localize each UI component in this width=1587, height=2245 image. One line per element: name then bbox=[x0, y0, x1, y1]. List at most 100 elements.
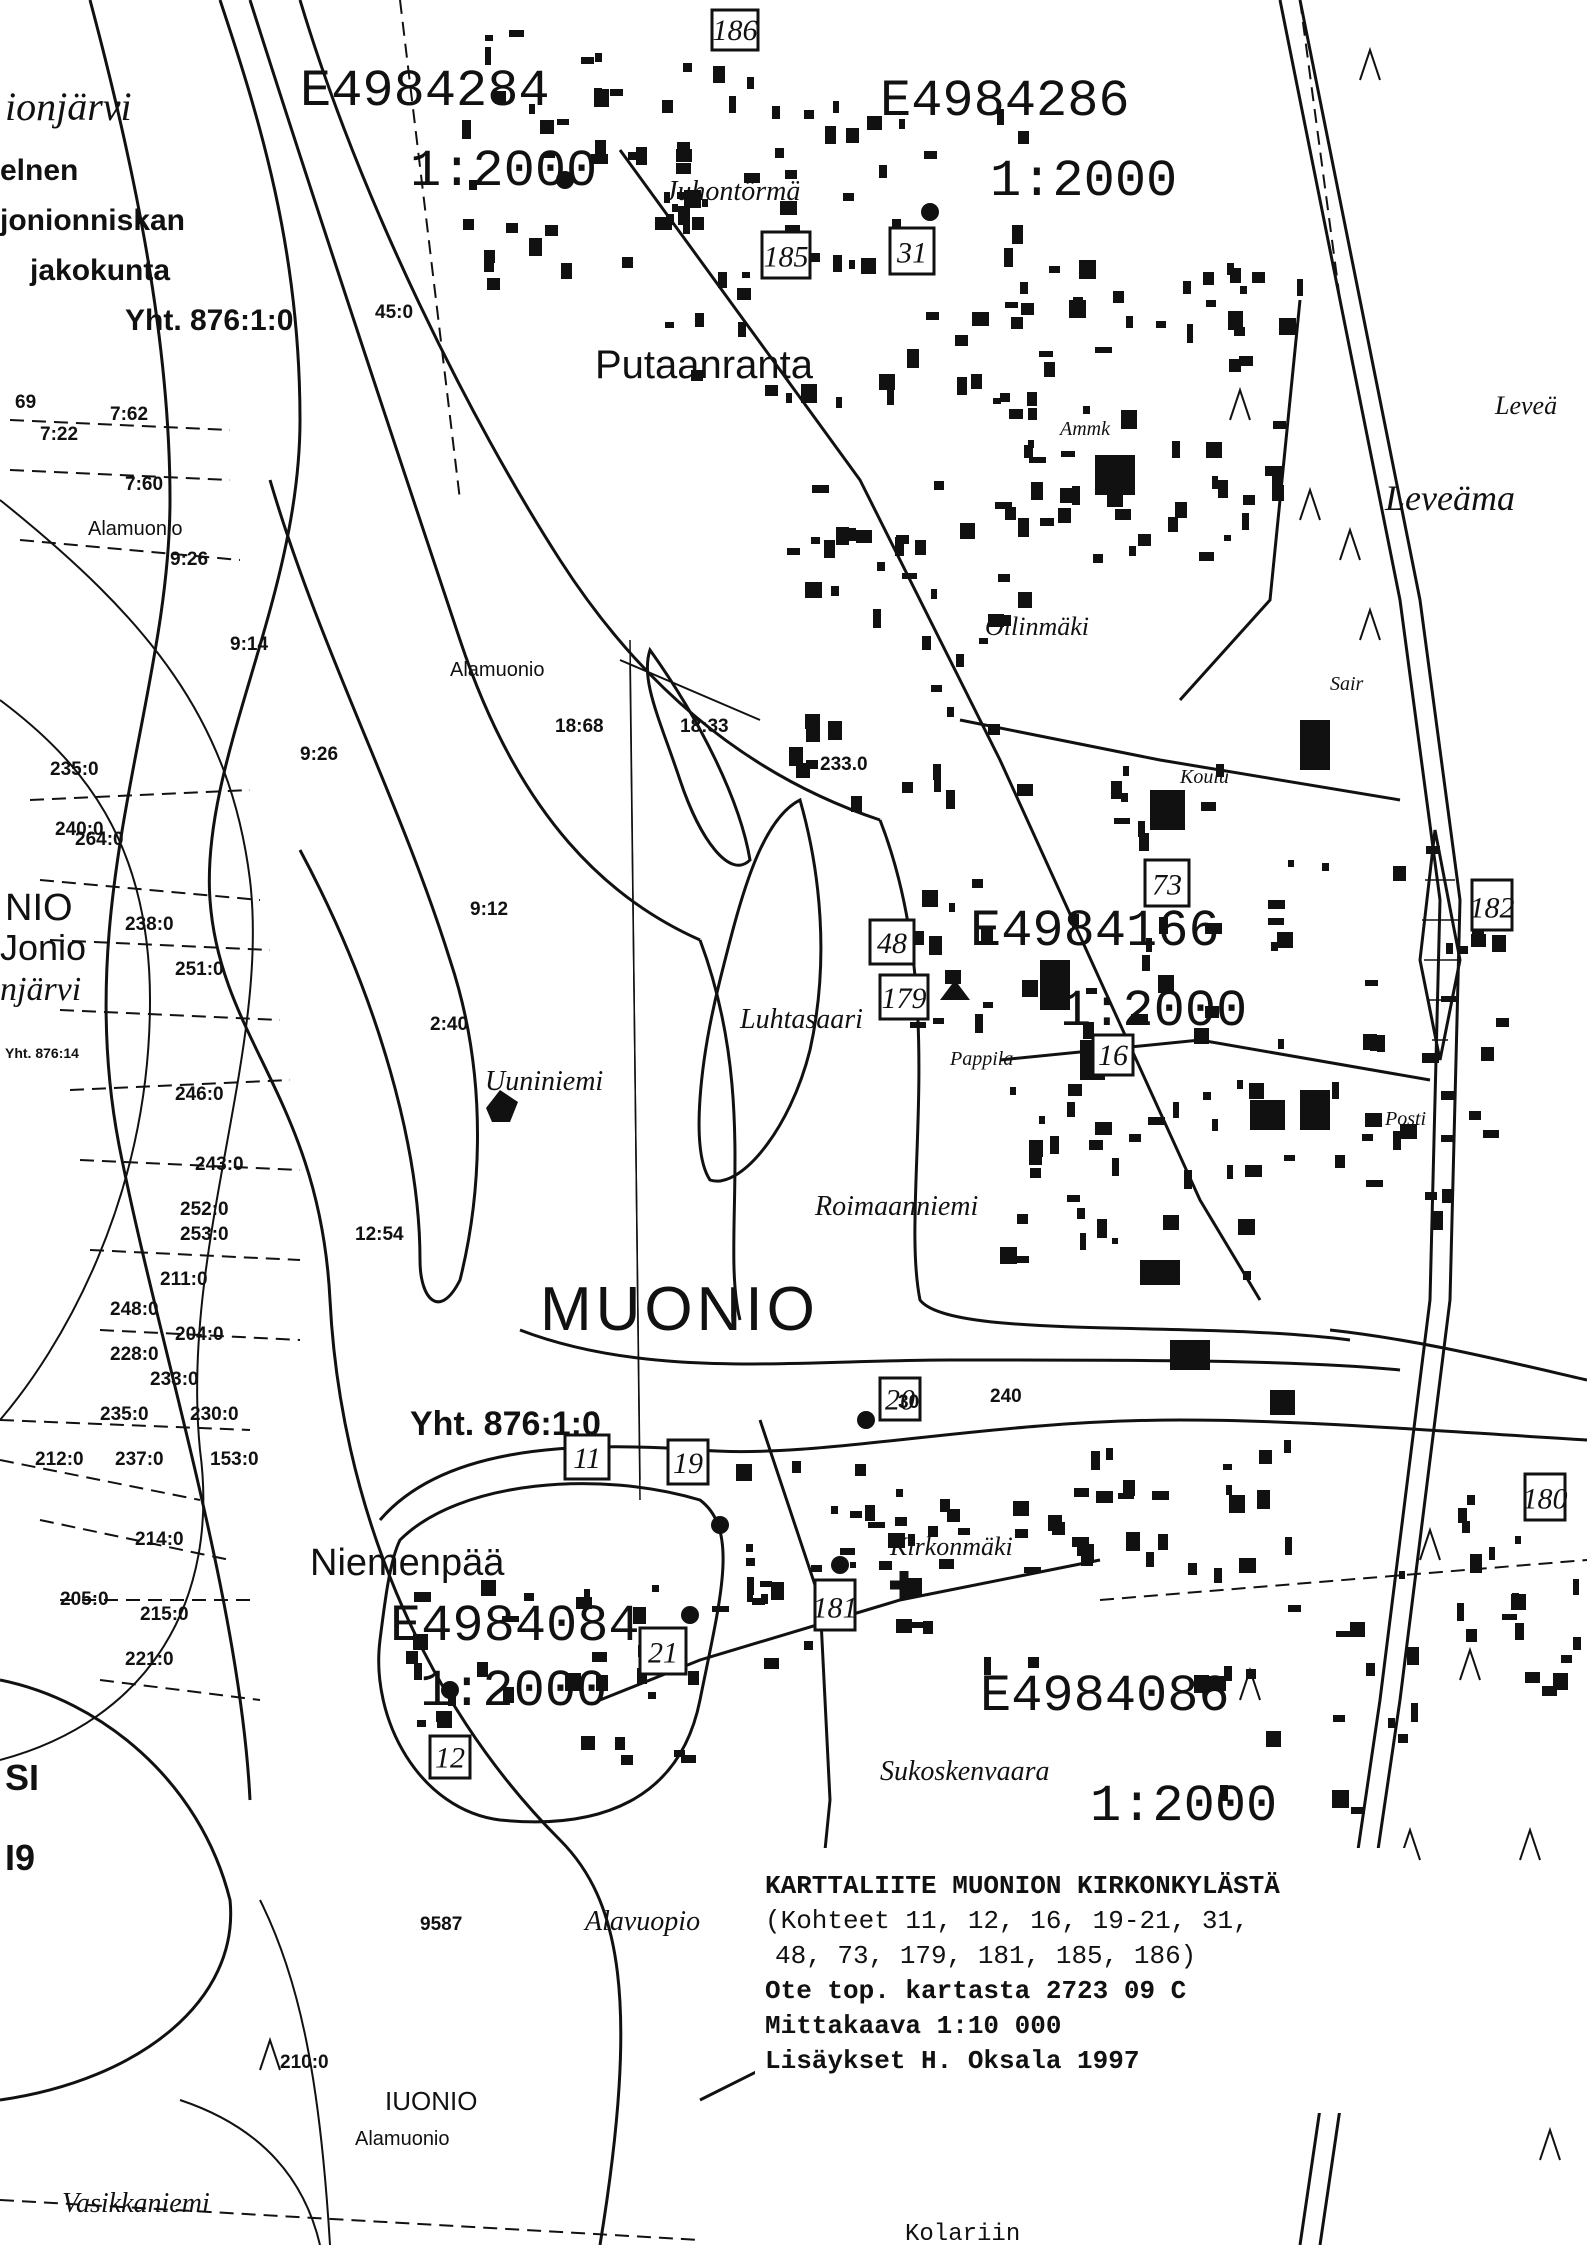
label-putaanranta: Putaanranta bbox=[595, 343, 814, 387]
building-block bbox=[1272, 485, 1284, 501]
building-block bbox=[417, 1720, 426, 1727]
building-block bbox=[1068, 1084, 1082, 1096]
building-block bbox=[695, 313, 704, 327]
parcel-number: 204:0 bbox=[175, 1324, 224, 1345]
building-block bbox=[1067, 1195, 1080, 1202]
building-block bbox=[910, 1622, 923, 1628]
building-block bbox=[787, 548, 800, 555]
building-block bbox=[933, 764, 941, 780]
object-box-frame bbox=[1091, 1033, 1135, 1077]
building-block bbox=[1573, 1579, 1579, 1595]
building-block bbox=[1156, 321, 1166, 328]
object-box-frame bbox=[1143, 858, 1191, 908]
building-block bbox=[1288, 860, 1294, 867]
building-block bbox=[1481, 1047, 1494, 1061]
building-block bbox=[1203, 1092, 1211, 1100]
sheet-scale-2: 1:2000 bbox=[990, 152, 1177, 211]
building-block bbox=[1561, 1655, 1572, 1663]
building-block bbox=[1018, 131, 1029, 144]
building-block bbox=[1005, 507, 1016, 520]
parcel-number: 18:33 bbox=[680, 716, 729, 737]
label-elnen: elnen bbox=[0, 154, 78, 187]
building-block bbox=[994, 615, 1011, 626]
building-block bbox=[922, 890, 938, 907]
building-block bbox=[1462, 1521, 1470, 1533]
building-block bbox=[737, 288, 751, 300]
object-box-frame bbox=[638, 1626, 688, 1676]
building-block bbox=[1203, 272, 1214, 285]
building-block bbox=[981, 926, 993, 943]
building-block bbox=[902, 573, 917, 579]
building-block bbox=[1425, 1192, 1437, 1200]
building-block bbox=[805, 714, 820, 729]
building-block bbox=[879, 165, 887, 178]
building-block bbox=[1441, 1091, 1454, 1100]
building-block bbox=[1271, 942, 1278, 951]
large-building bbox=[1170, 1340, 1210, 1370]
building-block bbox=[601, 89, 609, 107]
building-block bbox=[509, 30, 524, 37]
building-block bbox=[931, 685, 942, 692]
building-block bbox=[637, 1668, 647, 1684]
label-alamuonio: Alamuonio bbox=[450, 659, 545, 681]
building-block bbox=[592, 1652, 607, 1662]
object-box-number: 182 bbox=[1470, 892, 1515, 925]
building-block bbox=[1332, 1790, 1349, 1808]
building-block bbox=[691, 198, 697, 207]
parcel-number: 233:0 bbox=[150, 1369, 199, 1390]
building-block bbox=[1515, 1623, 1524, 1640]
building-block bbox=[544, 152, 555, 158]
building-block bbox=[873, 609, 881, 628]
building-block bbox=[849, 260, 855, 269]
building-block bbox=[581, 1736, 595, 1750]
parcel-number: 9587 bbox=[420, 1914, 462, 1935]
parcel-number: 243:0 bbox=[195, 1154, 244, 1175]
building-block bbox=[855, 1464, 866, 1476]
building-block bbox=[825, 126, 836, 144]
building-block bbox=[1060, 488, 1075, 503]
parcel-number: 240:0 bbox=[55, 819, 104, 840]
building-block bbox=[1017, 784, 1033, 796]
building-block bbox=[1111, 781, 1122, 799]
parcel-number: 211:0 bbox=[160, 1269, 208, 1290]
label-alamuonio-top: Alamuonio bbox=[88, 518, 183, 540]
label-yht-left: Yht. 876:14 bbox=[5, 1045, 79, 1061]
large-building bbox=[1150, 790, 1185, 830]
building-block bbox=[926, 312, 939, 320]
building-block bbox=[1077, 1208, 1085, 1219]
building-block bbox=[1398, 1734, 1408, 1743]
building-block bbox=[746, 1544, 753, 1552]
building-block bbox=[729, 96, 736, 113]
large-building bbox=[1250, 1100, 1285, 1130]
building-block bbox=[811, 537, 820, 544]
building-block bbox=[406, 1651, 418, 1664]
building-block bbox=[1142, 955, 1150, 971]
building-block bbox=[1029, 1150, 1042, 1165]
building-block bbox=[1400, 1124, 1417, 1139]
building-block bbox=[1223, 1464, 1232, 1470]
object-box-frame bbox=[868, 918, 916, 966]
building-block bbox=[1573, 1637, 1581, 1650]
parcel-number: 9:26 bbox=[170, 549, 208, 570]
building-block bbox=[865, 1505, 875, 1521]
building-block bbox=[481, 1580, 496, 1596]
building-block bbox=[683, 63, 692, 72]
building-block bbox=[540, 120, 554, 134]
building-block bbox=[928, 1526, 938, 1537]
building-block bbox=[436, 1711, 452, 1722]
building-block bbox=[596, 1675, 608, 1691]
object-box-frame bbox=[878, 973, 930, 1021]
building-block bbox=[1188, 1563, 1197, 1575]
parcel-number: 214:0 bbox=[135, 1529, 184, 1550]
building-block bbox=[1018, 592, 1032, 608]
caption-line-4: Ote top. kartasta 2723 09 C bbox=[765, 1976, 1186, 2006]
building-block bbox=[895, 537, 904, 556]
label-pappila: Pappila bbox=[949, 1048, 1013, 1070]
building-block bbox=[1095, 347, 1112, 353]
building-block bbox=[1091, 1451, 1100, 1470]
building-block bbox=[1442, 1189, 1453, 1203]
object-box-number: 20 bbox=[885, 1384, 915, 1417]
building-block bbox=[1212, 1119, 1218, 1131]
building-block bbox=[1040, 518, 1054, 526]
